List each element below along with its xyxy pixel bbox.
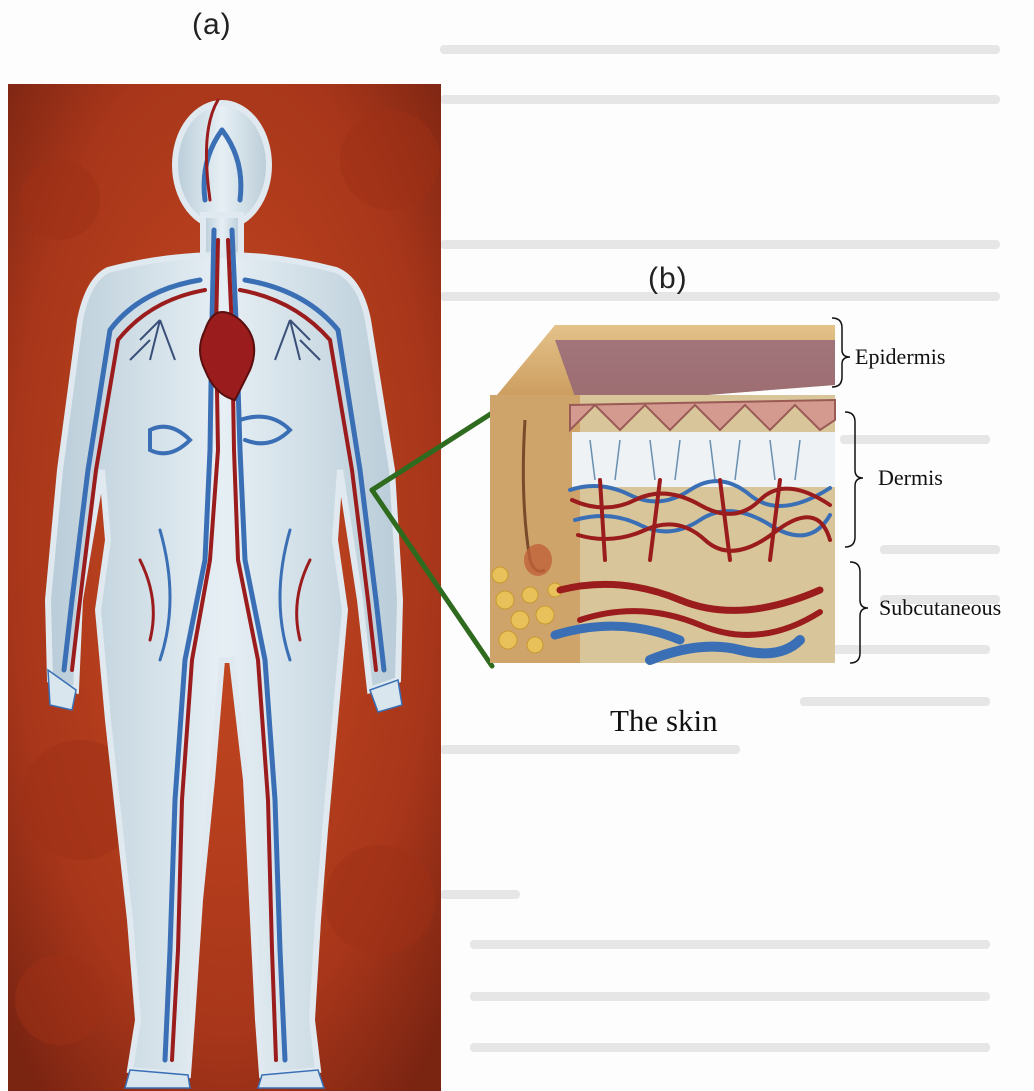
skin-caption: The skin — [610, 703, 718, 739]
human-body-illustration — [8, 84, 441, 1091]
label-epidermis: Epidermis — [855, 344, 945, 370]
sweat-gland — [524, 544, 552, 576]
label-dermis: Dermis — [878, 465, 943, 491]
label-subcutaneous: Subcutaneous — [879, 595, 1001, 621]
skin-cross-section — [490, 325, 835, 663]
